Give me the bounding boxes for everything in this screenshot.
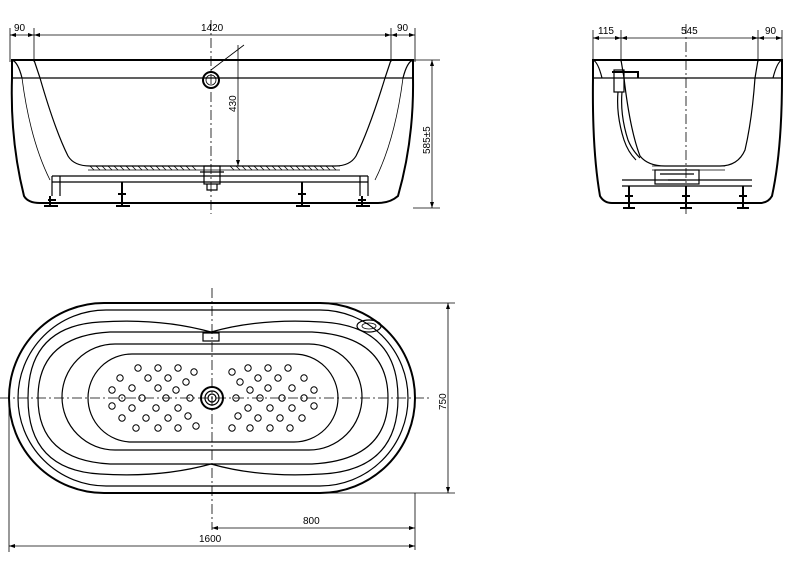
top-dim-width: 750 <box>438 393 449 410</box>
front-feet <box>44 182 370 207</box>
top-half-length-dimension: 800 <box>212 493 416 550</box>
side-top-dimension: 115 545 90 <box>592 26 783 62</box>
top-inner-rim <box>27 320 399 476</box>
top-width-dimension: 750 <box>300 302 455 494</box>
front-depth-dimension: 430 <box>210 44 245 166</box>
front-top-dimension: 90 1420 90 <box>9 23 416 62</box>
front-dim-left-rim: 90 <box>14 23 26 34</box>
side-dim-right-rim: 90 <box>765 26 777 37</box>
front-dim-right-rim: 90 <box>397 23 409 34</box>
front-height-dimension: 585±5 <box>413 59 440 209</box>
front-dim-height: 585±5 <box>422 126 433 154</box>
side-dim-left-rim: 115 <box>598 26 614 37</box>
top-overflow-icon <box>202 332 220 342</box>
side-tub-outline <box>591 59 783 204</box>
side-dim-inner-width: 545 <box>681 26 698 37</box>
front-view: 90 1420 90 <box>9 20 440 214</box>
front-tub-outline <box>10 59 415 204</box>
top-length-dimension: 1600 <box>8 398 415 552</box>
side-inner-bowl <box>623 77 756 167</box>
top-dim-length: 1600 <box>199 534 222 545</box>
top-dots-left <box>108 364 200 432</box>
side-view: 115 545 90 <box>591 24 783 214</box>
side-hand-shower <box>612 69 641 161</box>
top-control-icon <box>356 319 382 333</box>
side-feet <box>623 186 749 209</box>
front-dim-depth: 430 <box>228 95 239 112</box>
front-floor-hatch <box>88 165 340 171</box>
top-view: 750 800 1600 <box>0 288 455 552</box>
front-inner-bowl <box>39 77 386 167</box>
front-drain <box>203 165 221 185</box>
front-dim-inner-length: 1420 <box>201 23 224 34</box>
top-dim-half-length: 800 <box>303 516 320 527</box>
